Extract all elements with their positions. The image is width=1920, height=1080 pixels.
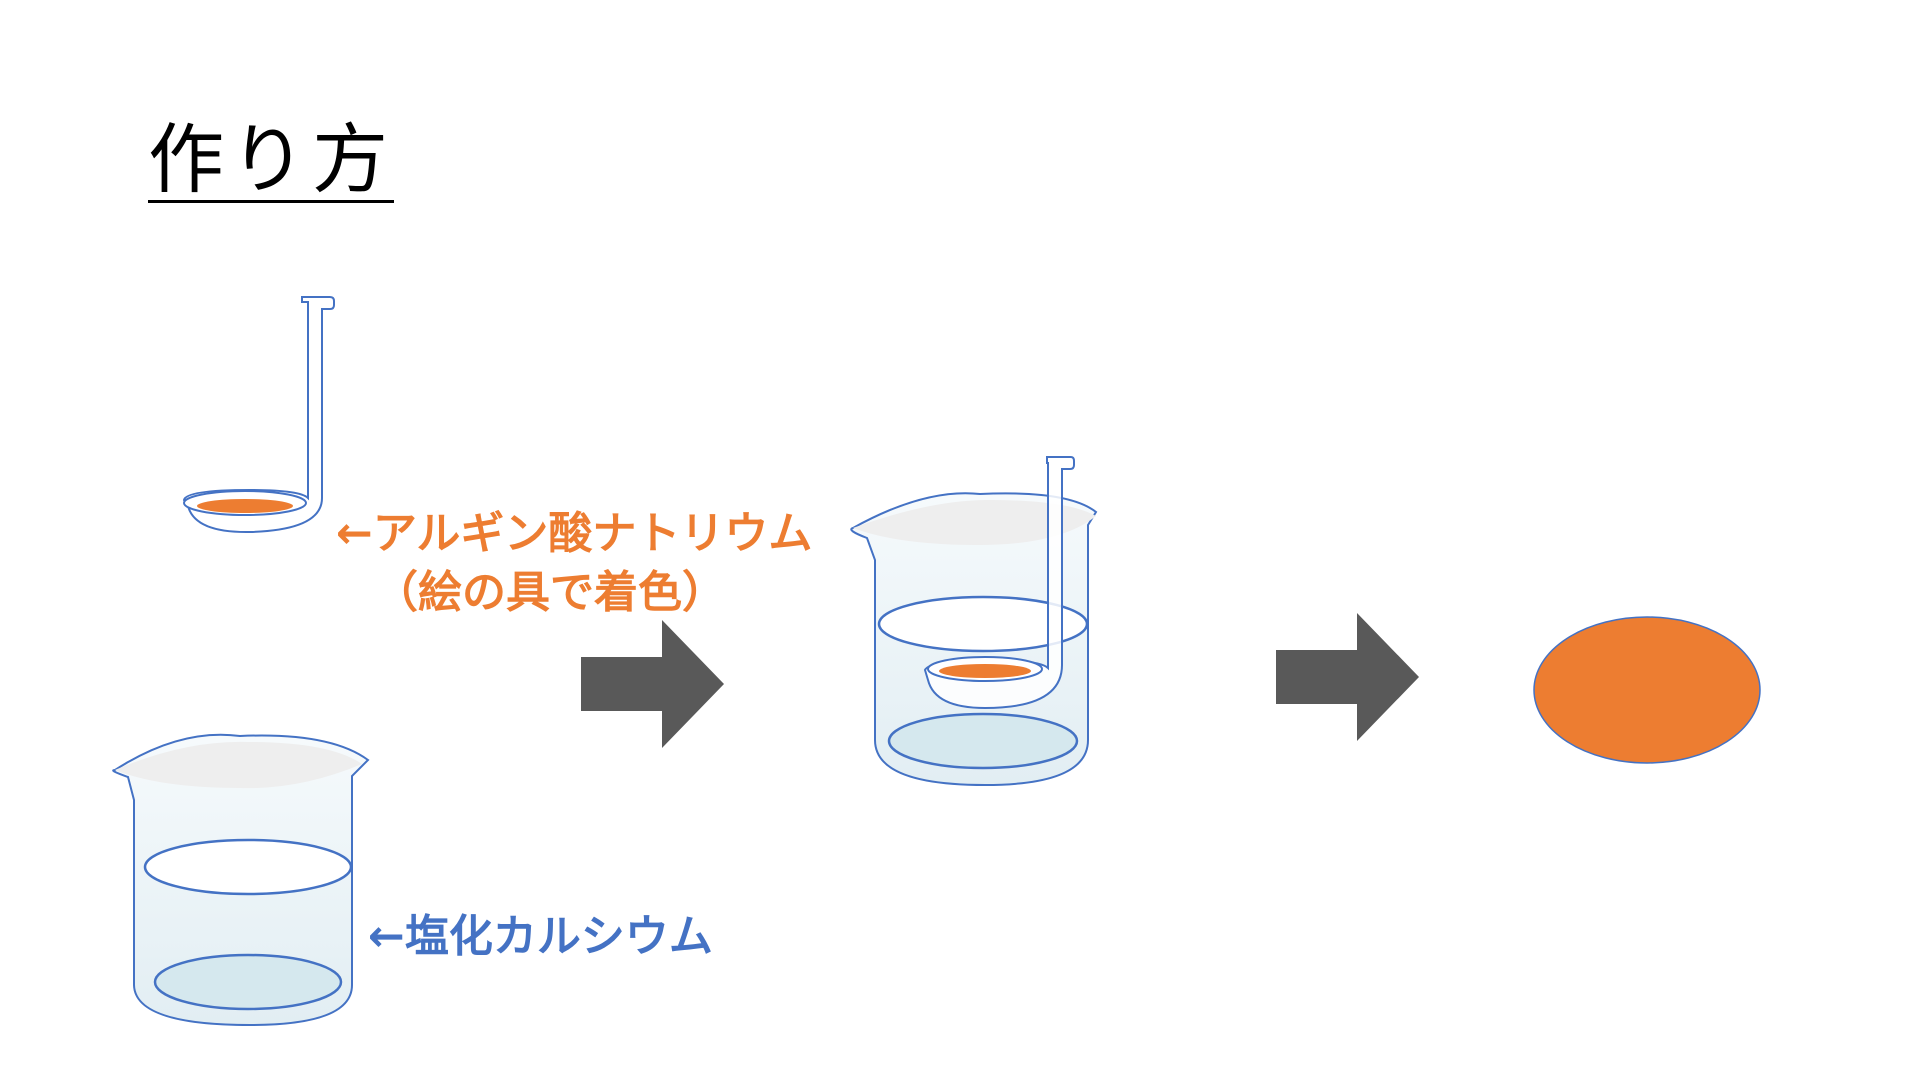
alginate-drop-in-ladle [197, 499, 293, 513]
arrow-right-icon [1276, 613, 1419, 741]
alginate-bead-result-icon [1533, 616, 1761, 764]
page-title: 作り方 [148, 115, 394, 204]
beaker-calcium-chloride-icon [112, 733, 370, 1027]
alginate-drop-in-beaker [939, 664, 1031, 678]
calcium-chloride-label: ←塩化カルシウム [368, 911, 713, 962]
ladle-with-alginate-icon [182, 296, 335, 534]
sodium-alginate-note-label: （絵の具で着色） [374, 567, 726, 618]
beaker-with-ladle-icon [850, 456, 1098, 787]
arrow-right-icon [581, 620, 724, 748]
sodium-alginate-label: ←アルギン酸ナトリウム [336, 508, 813, 559]
